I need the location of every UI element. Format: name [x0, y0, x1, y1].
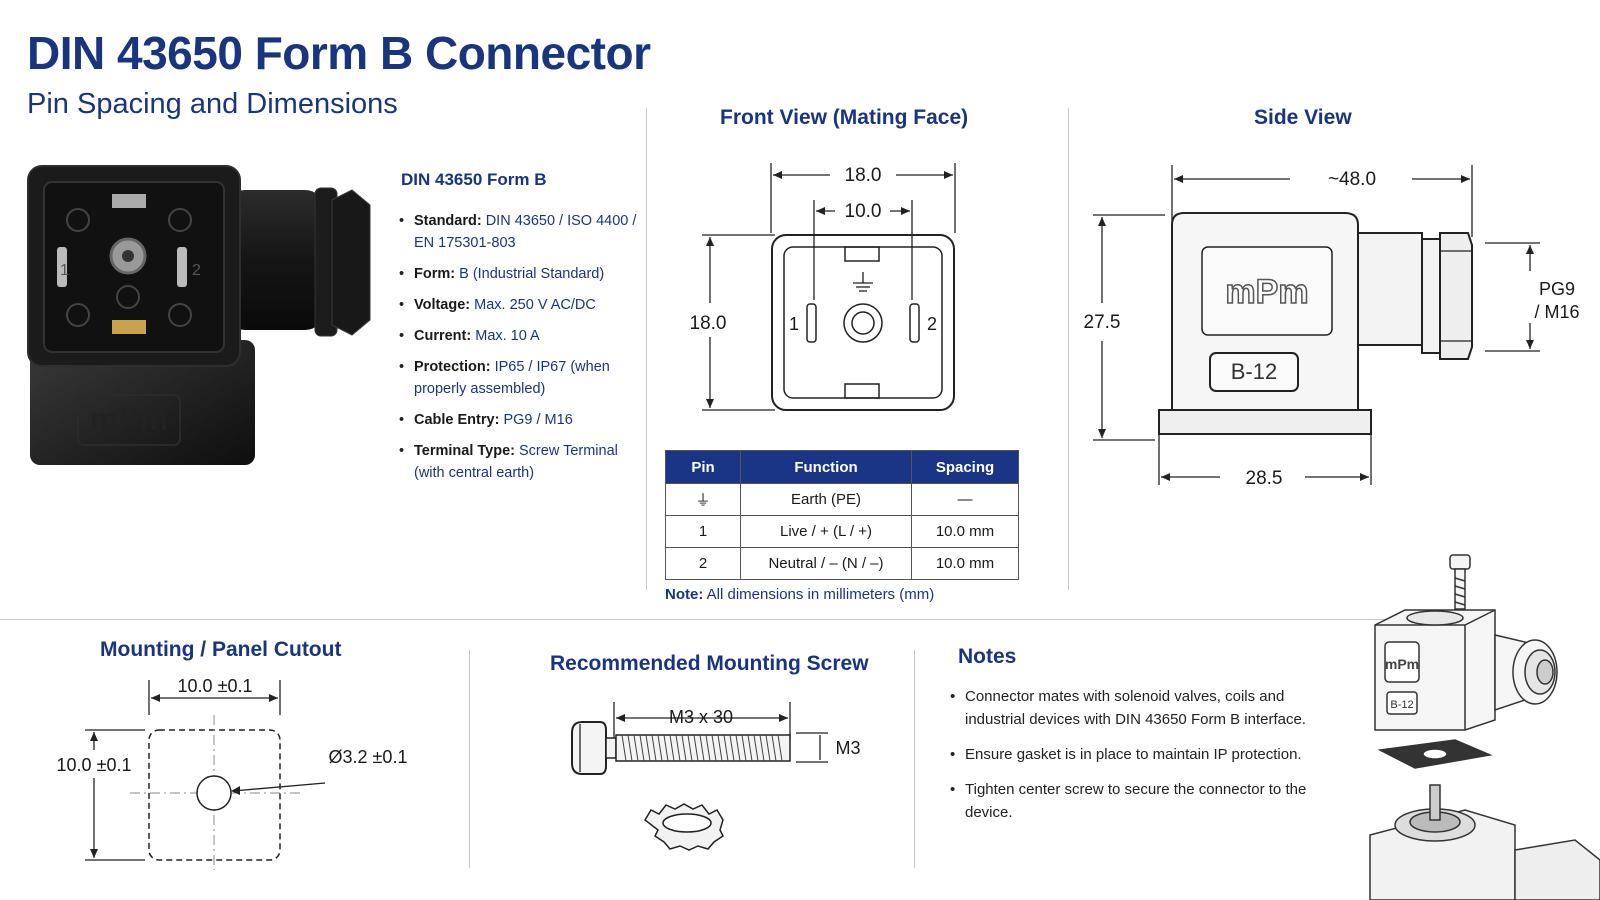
pin-table-header: Pin Function Spacing — [665, 450, 1019, 484]
table-cell-pin: 1 — [665, 515, 741, 548]
table-cell-spacing: 10.0 mm — [911, 515, 1019, 548]
notes-title: Notes — [958, 645, 1017, 668]
front-pin-1-label: 1 — [789, 314, 799, 334]
side-view-drawing: ~48.0 27.5 28.5 PG9 / M16 mPm B-12 — [1084, 165, 1580, 489]
screw-title: Recommended Mounting Screw — [550, 652, 869, 675]
cutout-width-dim-label: 10.0 ±0.1 — [178, 676, 253, 696]
pin-table: Pin Function Spacing ⏚ Earth (PE) — 1 Li… — [665, 450, 1019, 580]
spec-list: Standard: DIN 43650 / ISO 4400 / EN 1753… — [399, 210, 644, 493]
spec-item-current: Current: Max. 10 A — [399, 325, 644, 347]
list-item: Connector mates with solenoid valves, co… — [950, 685, 1330, 731]
side-cable-entry-label-1: PG9 — [1539, 279, 1575, 299]
notes-list: Connector mates with solenoid valves, co… — [950, 685, 1330, 836]
table-row: 1 Live / + (L / +) 10.0 mm — [665, 515, 1019, 548]
screw-thread-dim-label: M3 — [835, 738, 860, 758]
exploded-logo: mPm — [1385, 656, 1419, 672]
panel-cutout-drawing: 10.0 ±0.1 10.0 ±0.1 Ø3.2 ±0.1 — [57, 676, 408, 870]
table-cell-pin: 2 — [665, 547, 741, 580]
table-cell-spacing: 10.0 mm — [911, 547, 1019, 580]
divider-vertical-1 — [646, 108, 647, 590]
screw-length-dim-label: M3 x 30 — [669, 707, 733, 727]
page-title: DIN 43650 Form B Connector — [27, 27, 651, 79]
exploded-assembly-drawing: mPm B-12 — [1369, 554, 1600, 900]
side-base-dim-label: 28.5 — [1246, 468, 1283, 489]
side-view-title: Side View — [1254, 106, 1352, 129]
front-width-dim-label: 18.0 — [845, 165, 882, 186]
note-label: Note: — [665, 586, 704, 603]
front-view-title: Front View (Mating Face) — [720, 106, 969, 129]
side-part-label: B-12 — [1231, 359, 1277, 384]
divider-horizontal — [0, 619, 1385, 620]
mounting-title: Mounting / Panel Cutout — [100, 638, 342, 661]
photo-pin-2-label: 2 — [192, 262, 201, 279]
table-cell-spacing: — — [911, 483, 1019, 516]
pin-table-header-spacing: Spacing — [911, 450, 1019, 484]
photo-logo: mPm — [90, 401, 168, 437]
spec-item-voltage: Voltage: Max. 250 V AC/DC — [399, 294, 644, 316]
front-view-drawing: 18.0 10.0 18.0 1 2 — [690, 163, 956, 411]
dimensions-note: Note: All dimensions in millimeters (mm) — [665, 586, 934, 603]
list-item: Ensure gasket is in place to maintain IP… — [950, 743, 1330, 766]
table-row: 2 Neutral / – (N / –) 10.0 mm — [665, 547, 1019, 580]
table-cell-function: Neutral / – (N / –) — [740, 547, 912, 580]
page-subtitle: Pin Spacing and Dimensions — [27, 88, 398, 120]
note-text: All dimensions in millimeters (mm) — [706, 586, 935, 603]
side-length-dim-label: ~48.0 — [1328, 169, 1376, 190]
divider-vertical-3 — [469, 650, 470, 868]
pin-table-header-pin: Pin — [665, 450, 741, 484]
list-item: Tighten center screw to secure the conne… — [950, 778, 1330, 824]
divider-vertical-2 — [1068, 108, 1069, 590]
connector-photo: mPm 1 2 — [27, 165, 371, 465]
table-cell-function: Live / + (L / +) — [740, 515, 912, 548]
cutout-height-dim-label: 10.0 ±0.1 — [57, 755, 132, 775]
spec-item-cable-entry: Cable Entry: PG9 / M16 — [399, 409, 644, 431]
table-row: ⏚ Earth (PE) — — [665, 483, 1019, 516]
spec-title: DIN 43650 Form B — [401, 170, 547, 189]
spec-item-standard: Standard: DIN 43650 / ISO 4400 / EN 1753… — [399, 210, 644, 254]
spec-item-form: Form: B (Industrial Standard) — [399, 263, 644, 285]
side-cable-entry-label-2: / M16 — [1534, 302, 1579, 322]
pin-table-header-function: Function — [740, 450, 912, 484]
cutout-hole-dim-label: Ø3.2 ±0.1 — [329, 747, 408, 767]
side-logo: mPm — [1225, 273, 1308, 311]
front-height-dim-label: 18.0 — [690, 313, 727, 334]
spec-item-terminal-type: Terminal Type: Screw Terminal (with cent… — [399, 440, 644, 484]
front-pin-2-label: 2 — [927, 314, 937, 334]
mounting-screw-drawing: M3 x 30 M3 — [571, 702, 861, 851]
exploded-part-label: B-12 — [1390, 699, 1413, 711]
spec-item-protection: Protection: IP65 / IP67 (when properly a… — [399, 356, 644, 400]
divider-vertical-4 — [914, 650, 915, 868]
earth-icon: ⏚ — [665, 483, 741, 516]
table-cell-function: Earth (PE) — [740, 483, 912, 516]
photo-pin-1-label: 1 — [60, 262, 69, 279]
front-pin-spacing-dim-label: 10.0 — [845, 201, 882, 222]
side-height-dim-label: 27.5 — [1084, 312, 1121, 333]
